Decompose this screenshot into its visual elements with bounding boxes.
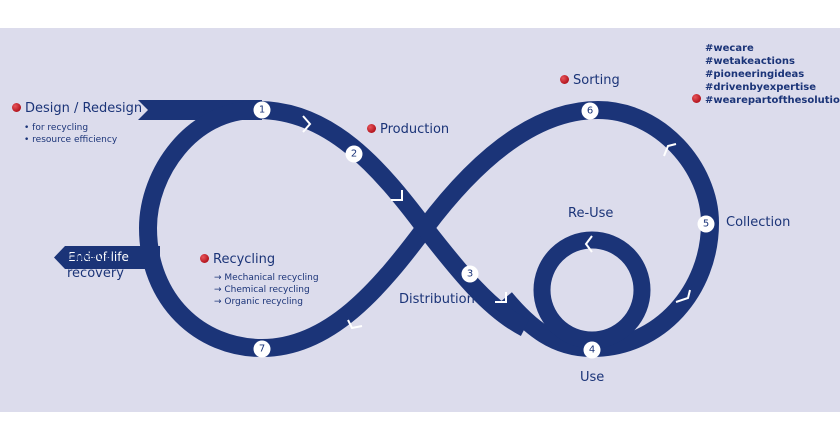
use-label: Use — [580, 370, 605, 385]
chevron-icon — [495, 292, 507, 303]
hashtag: #pioneeringideas — [705, 69, 805, 80]
marker-dot-icon — [367, 124, 376, 133]
marker-dot-icon — [12, 103, 21, 112]
recycling-bullet: → Organic recycling — [214, 297, 303, 307]
hashtag: #wecare — [705, 43, 754, 54]
production-label: Production — [367, 122, 449, 137]
loop-band-cross — [257, 101, 530, 337]
collection-label: Collection — [726, 215, 791, 230]
chevron-icon — [675, 289, 691, 303]
end-of-life-arrow: End-of-life — [54, 246, 160, 269]
step-marker-3: 3 — [461, 265, 479, 283]
recycling-bullet: → Chemical recycling — [214, 285, 310, 295]
reuse-label: Re-Use — [568, 206, 614, 221]
distribution-label: Distribution — [399, 292, 475, 307]
step-marker-1: 1 — [253, 101, 271, 119]
step-marker-5: 5 — [697, 215, 715, 233]
recycling-bullet: → Mechanical recycling — [214, 273, 319, 283]
design-bullet: • resource efficiency — [24, 135, 118, 145]
chevron-icon — [347, 319, 363, 330]
chevron-icon — [391, 190, 403, 201]
recycling-label: Recycling — [200, 252, 275, 267]
chevron-icon — [584, 235, 593, 253]
step-marker-7: 7 — [253, 340, 271, 358]
sorting-label: Sorting — [560, 73, 620, 88]
hashtag: #wearepartofthesolution — [692, 94, 840, 107]
step-marker-4: 4 — [583, 341, 601, 359]
energy-recovery-line: recovery — [67, 266, 124, 281]
reuse-circle — [533, 231, 651, 349]
marker-dot-icon — [692, 94, 701, 103]
step-marker-2: 2 — [345, 145, 363, 163]
marker-dot-icon — [560, 75, 569, 84]
recycling-bullets: → Mechanical recycling → Chemical recycl… — [214, 272, 319, 308]
design-bullet: • for recycling — [24, 123, 89, 133]
hashtag: #wetakeactions — [705, 56, 795, 67]
marker-dot-icon — [200, 254, 209, 263]
step-marker-6: 6 — [581, 102, 599, 120]
energy-recovery-line: Energy — [67, 249, 113, 264]
energy-recovery-label: Energy recovery — [67, 248, 124, 282]
design-bullets: • for recycling • resource efficiency — [24, 122, 117, 146]
diagram-background: 1 2 3 4 5 6 7 Design / Redesign • for re… — [0, 28, 840, 412]
direction-chevrons — [302, 115, 691, 330]
chevron-icon — [663, 143, 677, 157]
hashtag-list: #wecare #wetakeactions #pioneeringideas … — [692, 42, 840, 107]
chevron-icon — [302, 115, 312, 133]
hashtag: #drivenbyexpertise — [705, 82, 817, 93]
design-label: Design / Redesign — [12, 101, 142, 116]
